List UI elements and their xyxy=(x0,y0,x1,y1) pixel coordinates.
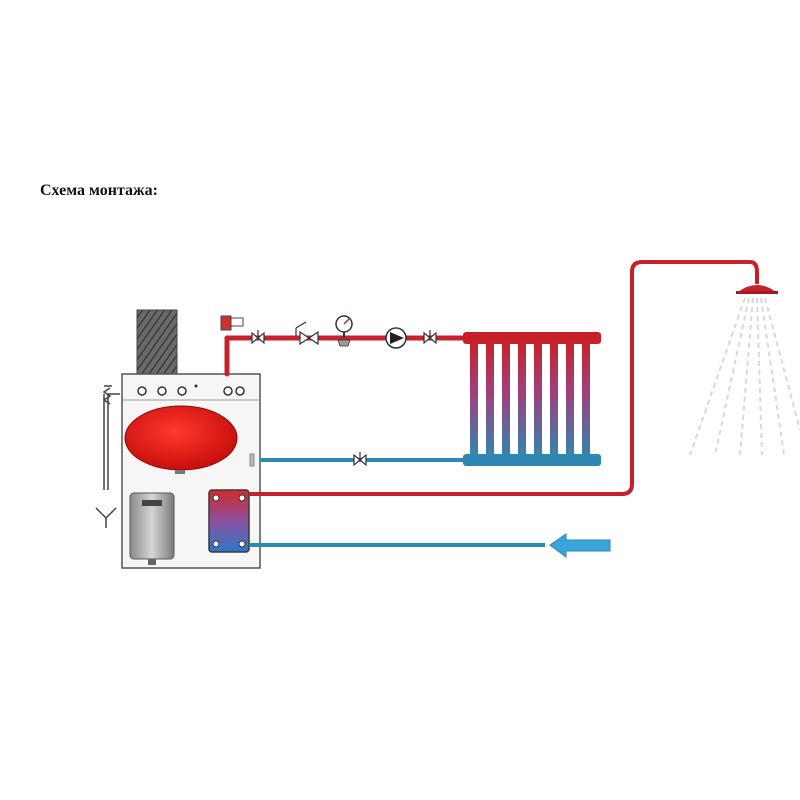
radiator-icon xyxy=(463,332,601,466)
ball-valve-icon xyxy=(353,452,367,467)
ball-valve-icon xyxy=(423,330,437,345)
circulation-pump-icon xyxy=(385,327,407,349)
pressure-gauge-icon xyxy=(335,315,353,347)
plate-heat-exchanger-icon xyxy=(208,489,250,553)
safety-valve-icon xyxy=(95,385,120,528)
chimney-icon xyxy=(136,309,178,375)
expansion-tank-icon xyxy=(124,405,238,474)
water-heater-tank-icon xyxy=(129,492,175,565)
diagram-title: Схема монтажа: xyxy=(40,182,158,199)
check-valve-icon xyxy=(295,321,319,346)
shower-head-icon xyxy=(689,285,800,456)
hot-water-pipe xyxy=(249,260,759,496)
ball-valve-icon xyxy=(251,330,265,345)
air-vent-icon xyxy=(220,315,244,331)
cold-water-inlet-arrow-icon xyxy=(549,533,611,558)
